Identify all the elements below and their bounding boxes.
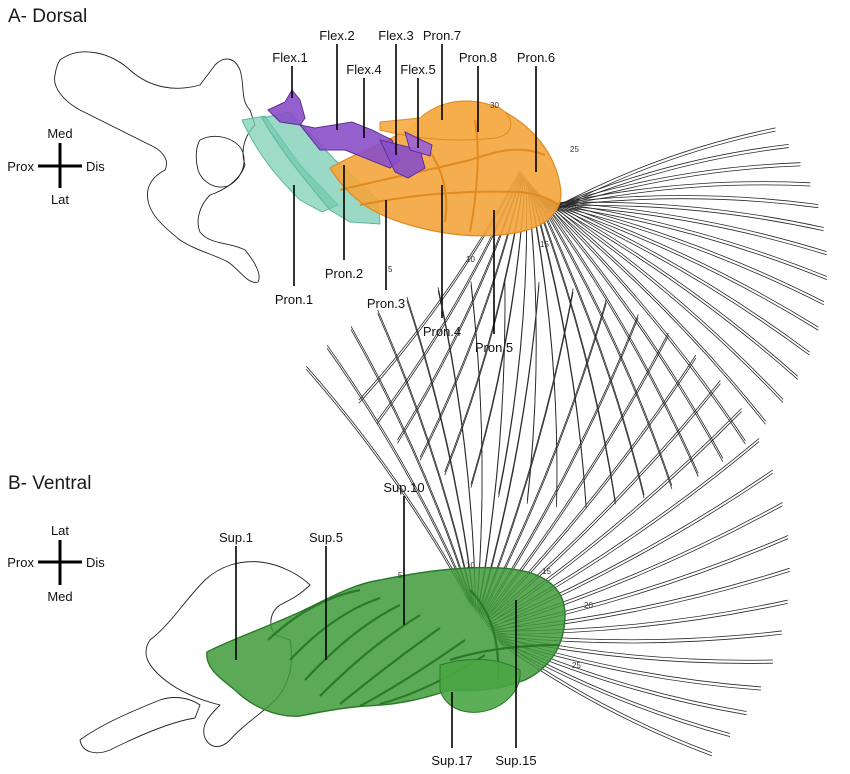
compass-bottom-label: Lat: [51, 192, 69, 207]
fin-ray: [537, 193, 784, 400]
label-pron-3: Pron.3: [367, 296, 405, 311]
label-flex-2: Flex.2: [319, 28, 354, 43]
fin-ray: [535, 193, 746, 445]
fin-ray: [548, 143, 789, 209]
girdle-outline-dorsal: [54, 51, 260, 283]
fin-ray: [547, 165, 801, 211]
compass-dorsal: Med Lat Prox Dis: [7, 126, 105, 207]
fin-ray: [531, 188, 645, 499]
fin-ray: [542, 199, 827, 277]
fin-ray: [536, 191, 766, 422]
fin-ray: [544, 204, 824, 232]
fin-ray: [539, 199, 810, 356]
fin-ray: [406, 296, 475, 606]
ray-number: 25: [572, 661, 581, 670]
fin-ray: [532, 189, 673, 489]
label-sup-10: Sup.10: [383, 480, 424, 495]
pron-muscle-borders: [339, 119, 559, 233]
fin-ray: [532, 186, 673, 486]
fin-ray: [406, 300, 475, 610]
ray-number: 10: [466, 255, 475, 264]
fin-ray: [306, 365, 471, 601]
fin-ray: [538, 197, 799, 380]
label-flex-1: Flex.1: [272, 50, 307, 65]
ray-number: 15: [540, 240, 549, 249]
girdle-process-ventral: [79, 697, 201, 754]
fin-ray: [546, 184, 811, 210]
fin-ray: [541, 198, 825, 303]
fin-ray: [545, 198, 819, 209]
girdle-inner-dorsal: [195, 136, 245, 188]
compass-right-label: Dis: [86, 159, 105, 174]
fin-ray: [528, 185, 587, 508]
sup-muscle-bands: [267, 588, 561, 707]
fin-ray: [542, 203, 827, 281]
ray-number: 5: [398, 571, 403, 580]
fin-ray: [541, 201, 825, 306]
label-pron-7: Pron.7: [423, 28, 461, 43]
ray-number: 25: [570, 145, 579, 154]
compass-right-label: Dis: [86, 555, 105, 570]
panel-title-dorsal: A- Dorsal: [8, 6, 87, 27]
ray-number: 5: [388, 265, 393, 274]
fin-ray: [533, 190, 699, 477]
fin-ray: [538, 194, 799, 377]
panel-ventral: B- Ventral 5 10 15 20 25 Lat Med Pr: [7, 279, 790, 768]
fin-ray: [478, 281, 540, 612]
fin-ray: [549, 127, 776, 211]
ray-number: 20: [584, 601, 593, 610]
fin-ray: [528, 182, 587, 505]
fin-ray: [534, 192, 724, 462]
label-pron-8: Pron.8: [459, 50, 497, 65]
compass-ventral: Lat Med Prox Dis: [7, 523, 105, 604]
fin-ray: [533, 187, 699, 474]
compass-bottom-label: Med: [47, 589, 72, 604]
label-pron-1: Pron.1: [275, 292, 313, 307]
leader-lines-dorsal: [291, 44, 537, 334]
compass-top-label: Lat: [51, 523, 69, 538]
compass-top-label: Med: [47, 126, 72, 141]
label-pron-6: Pron.6: [517, 50, 555, 65]
fin-ray: [478, 285, 540, 616]
fin-ray: [549, 130, 776, 214]
fin-ray: [536, 194, 766, 425]
fin-ray: [543, 201, 827, 252]
fin-ray: [543, 204, 827, 256]
fin-ray: [534, 189, 724, 459]
label-pron-2: Pron.2: [325, 266, 363, 281]
compass-left-label: Prox: [7, 555, 34, 570]
fin-ray: [350, 326, 473, 604]
fin-ray: [535, 190, 746, 441]
fin-ray: [544, 201, 824, 228]
label-pron-5: Pron.5: [475, 340, 513, 355]
fin-ray: [529, 186, 616, 505]
ray-number: 20: [570, 203, 579, 212]
panel-dorsal: A- Dorsal 5 10 15 20 25 30: [7, 6, 827, 508]
fin-ray: [537, 196, 784, 403]
panel-title-ventral: B- Ventral: [8, 473, 91, 494]
fin-ray: [326, 344, 472, 602]
label-pron-4: Pron.4: [423, 324, 461, 339]
flex-1-muscle: [267, 89, 306, 126]
fin-ray: [529, 183, 616, 502]
fin-ray: [540, 200, 819, 331]
label-sup-17: Sup.17: [431, 753, 472, 768]
label-sup-5: Sup.5: [309, 530, 343, 545]
label-flex-4: Flex.4: [346, 62, 381, 77]
fin-ray: [540, 197, 819, 328]
label-flex-5: Flex.5: [400, 62, 435, 77]
ray-number: 30: [490, 101, 499, 110]
label-flex-3: Flex.3: [378, 28, 413, 43]
ray-number: 15: [542, 567, 551, 576]
fin-ray: [377, 309, 474, 605]
leader-lines-ventral: [235, 496, 517, 748]
ray-number: 10: [466, 561, 475, 570]
label-sup-1: Sup.1: [219, 530, 253, 545]
label-sup-15: Sup.15: [495, 753, 536, 768]
fin-ray: [548, 147, 789, 213]
compass-left-label: Prox: [7, 159, 34, 174]
